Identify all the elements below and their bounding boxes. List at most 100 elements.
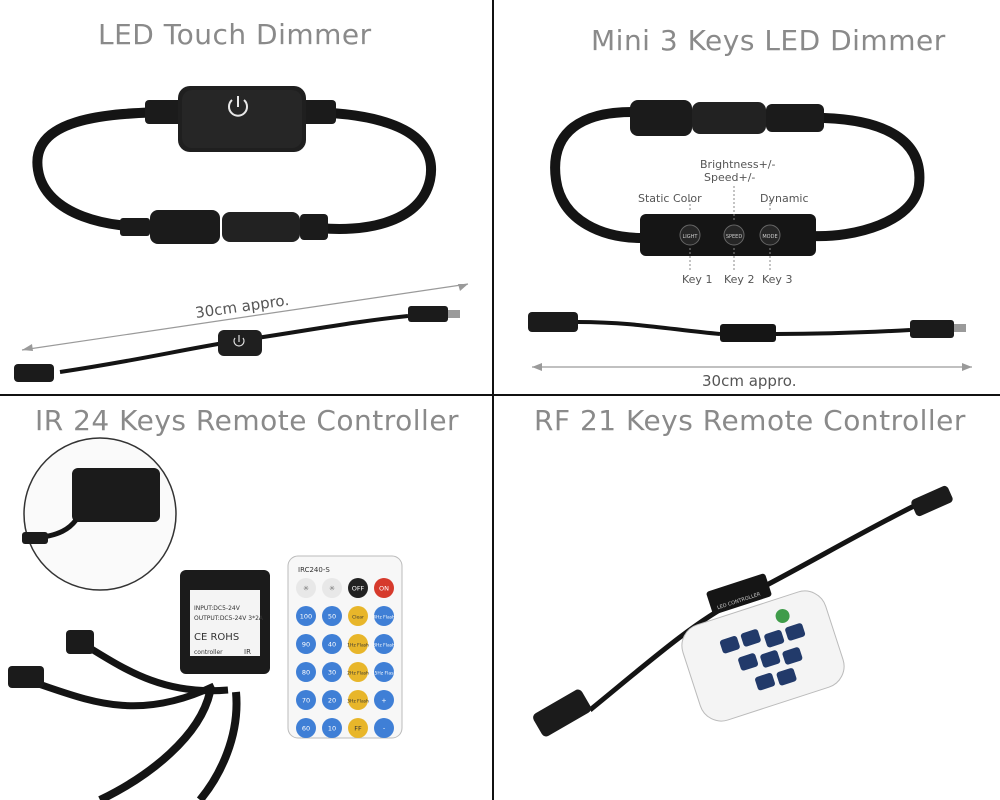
remote-key — [374, 690, 394, 710]
dc-female-jack — [14, 364, 54, 382]
mini-dimmer-illustration: LIGHT SPEED MODE Brightness+/- Speed+/- … — [528, 100, 972, 390]
receiver-ir-label: IR — [244, 648, 251, 656]
cable-loop-right — [295, 107, 437, 234]
panel-ir-24-keys: INPUT:DC5-24V OUTPUT:DC5-24V 3*2A CE ROH… — [0, 396, 492, 800]
touch-dimmer-mini — [218, 330, 262, 356]
dc-female-jack — [533, 689, 591, 737]
key2-callout: Key 2 — [724, 273, 754, 286]
cable-mini — [577, 320, 911, 336]
remote-key-label: 50 — [328, 613, 336, 621]
dc-male-plug — [911, 485, 953, 517]
ir-kit-illustration: INPUT:DC5-24V OUTPUT:DC5-24V 3*2A CE ROH… — [8, 437, 403, 800]
remote-key — [296, 662, 316, 682]
remote-key — [374, 718, 394, 738]
remote-key — [322, 634, 342, 654]
mini-dimmer-small — [720, 324, 776, 342]
panel-touch-dimmer: 30cm appro. LED Touch Dimmer — [0, 0, 492, 394]
callout-lines — [689, 186, 771, 270]
cable-loop-left — [32, 107, 185, 232]
remote-key — [374, 634, 394, 654]
remote-model-label: IRC240-S — [298, 566, 330, 574]
brightness-callout: Brightness+/- — [700, 158, 776, 171]
remote-key-label: 60 — [302, 725, 310, 733]
remote-key — [296, 690, 316, 710]
remote-key-label: - — [383, 725, 386, 733]
remote-key — [296, 578, 316, 598]
cable-loop-left — [550, 107, 647, 243]
remote-key-label: + — [381, 697, 386, 705]
mode-button — [759, 224, 781, 246]
remote-key-label: OFF — [352, 585, 365, 593]
dc-female-jack — [528, 312, 578, 332]
remote-key-label: 8Hz Flash — [373, 643, 395, 649]
remote-key-label: FF — [354, 725, 362, 733]
remote-key — [296, 718, 316, 738]
panel-title: LED Touch Dimmer — [98, 18, 372, 51]
remote-key — [322, 690, 342, 710]
remote-key — [322, 718, 342, 738]
remote-key-label: 15Hz Flash — [372, 671, 397, 677]
mode-button-label: MODE — [762, 234, 777, 240]
remote-key — [322, 578, 342, 598]
remote-key — [296, 634, 316, 654]
static-color-callout: Static Color — [638, 192, 702, 205]
remote-key — [322, 662, 342, 682]
receiver-ce-label: CE ROHS — [194, 632, 239, 643]
key1-callout: Key 1 — [682, 273, 712, 286]
remote-key-label: ☼ — [329, 585, 335, 593]
dc-male-plug — [8, 666, 44, 688]
remote-key-label: 80 — [302, 669, 310, 677]
remote-key — [296, 606, 316, 626]
remote-key — [374, 606, 394, 626]
panel-title: IR 24 Keys Remote Controller — [35, 404, 460, 437]
vertical-divider — [492, 0, 494, 800]
horizontal-divider — [0, 394, 1000, 396]
remote-key-label: 70 — [302, 697, 310, 705]
length-label: 30cm appro. — [702, 372, 796, 390]
panel-rf-21-keys: LED CONTROLLER RF 21 Keys Remote Control… — [494, 396, 1000, 800]
speed-button-label: SPEED — [726, 234, 743, 240]
receiver-output-label: OUTPUT:DC5-24V 3*2A — [194, 615, 264, 622]
remote-key-label: 30 — [328, 669, 336, 677]
remote-key-label: Clear — [352, 615, 364, 621]
connector-pair — [630, 100, 824, 136]
dc-male-plug — [408, 306, 448, 322]
rf-controller — [706, 573, 772, 615]
panel-mini-3-keys: LIGHT SPEED MODE Brightness+/- Speed+/- … — [494, 0, 1000, 394]
light-button — [679, 224, 701, 246]
light-button-label: LIGHT — [683, 234, 699, 240]
remote-key-label: 100 — [300, 613, 312, 621]
remote-key-label: 10 — [328, 725, 336, 733]
remote-key — [348, 578, 368, 598]
remote-key — [348, 662, 368, 682]
remote-key-label: 90 — [302, 641, 310, 649]
ir-remote — [287, 555, 403, 739]
remote-key-label: 2Hz Flash — [347, 671, 369, 677]
speed-callout: Speed+/- — [704, 171, 755, 184]
speed-button — [723, 224, 745, 246]
connector-pair — [120, 210, 328, 244]
rf-kit-illustration: LED CONTROLLER — [533, 485, 953, 737]
remote-key — [374, 578, 394, 598]
cable-loop-right — [807, 113, 925, 242]
remote-key-label: 3Hz Flash — [347, 699, 369, 705]
panel-title: RF 21 Keys Remote Controller — [534, 404, 966, 437]
remote-key-label: 4Hz Flash — [373, 615, 395, 621]
dc-male-plug — [910, 320, 954, 338]
power-icon — [228, 96, 248, 117]
receiver-controller-label: controller — [194, 649, 223, 656]
dynamic-callout: Dynamic — [760, 192, 809, 205]
remote-key — [322, 606, 342, 626]
key3-callout: Key 3 — [762, 273, 792, 286]
panel-title: Mini 3 Keys LED Dimmer — [591, 24, 946, 57]
dc-female-jack — [66, 630, 94, 654]
remote-key — [374, 662, 394, 682]
receiver-closeup — [72, 468, 160, 522]
rf-remote-keys — [719, 608, 806, 691]
remote-key-label: ON — [379, 585, 389, 593]
remote-key-label: 20 — [328, 697, 336, 705]
remote-key-label: ☼ — [303, 585, 309, 593]
remote-key — [348, 718, 368, 738]
remote-key — [348, 634, 368, 654]
